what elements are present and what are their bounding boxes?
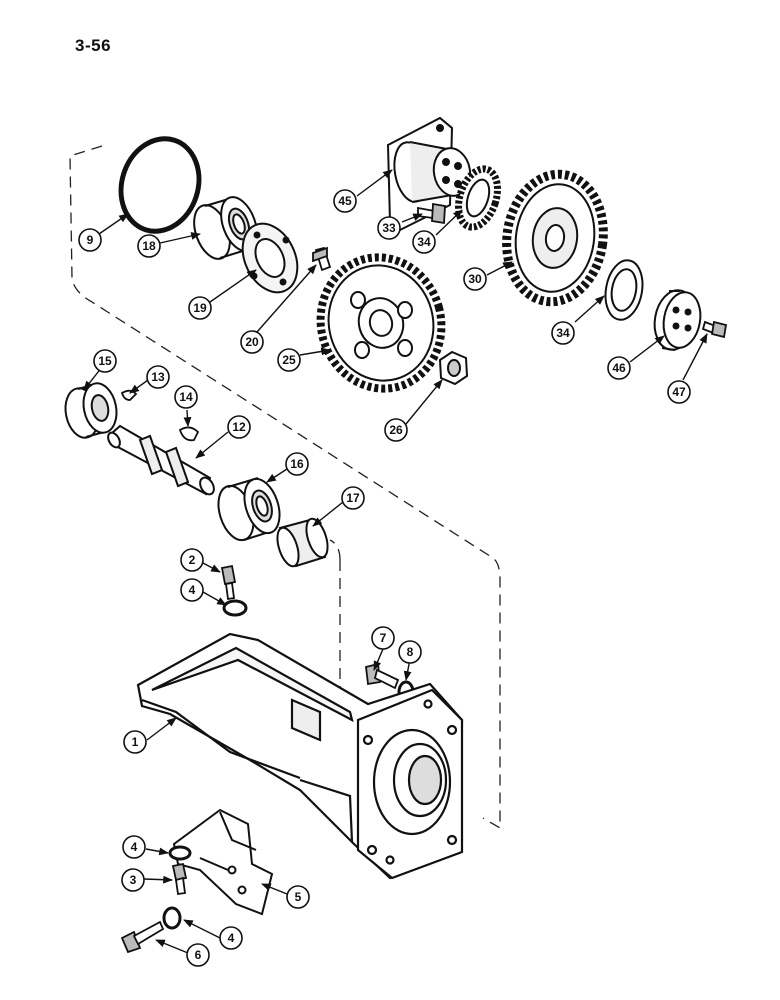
svg-text:8: 8: [407, 645, 414, 659]
callout-13: 13: [146, 365, 170, 389]
part-2-bolt: [220, 564, 237, 601]
svg-text:45: 45: [338, 194, 352, 208]
part-9-oring: [118, 136, 202, 234]
callout-8: 8: [398, 640, 422, 664]
callout-7: 7: [371, 626, 395, 650]
callout-34-lower: 34: [551, 321, 575, 345]
svg-text:33: 33: [382, 221, 396, 235]
callout-45: 45: [333, 189, 357, 213]
part-1-housing: [136, 632, 464, 880]
svg-text:34: 34: [556, 326, 570, 340]
svg-text:2: 2: [189, 553, 196, 567]
part-3-bolt: [171, 862, 188, 896]
callout-46: 46: [607, 356, 631, 380]
part-4-washer-upper: [222, 599, 248, 617]
svg-text:14: 14: [179, 390, 193, 404]
svg-text:19: 19: [193, 301, 207, 315]
part-15-seal: [64, 382, 118, 439]
part-4-washer-middle: [168, 845, 192, 861]
part-6-bolt: [120, 920, 165, 954]
callout-12: 12: [227, 415, 251, 439]
callout-47: 47: [667, 380, 691, 404]
callout-15: 15: [93, 349, 117, 373]
callout-25: 25: [277, 348, 301, 372]
part-46-cap: [653, 289, 702, 351]
svg-text:5: 5: [295, 890, 302, 904]
svg-text:20: 20: [245, 335, 259, 349]
svg-text:4: 4: [189, 583, 196, 597]
callout-14: 14: [174, 385, 198, 409]
svg-text:18: 18: [142, 239, 156, 253]
svg-text:34: 34: [417, 235, 431, 249]
callout-2: 2: [180, 548, 204, 572]
svg-text:9: 9: [87, 233, 94, 247]
part-30-gear: [502, 169, 608, 307]
page-number: 3-56: [75, 36, 112, 55]
svg-text:3: 3: [130, 873, 137, 887]
svg-text:26: 26: [389, 423, 403, 437]
part-25-gear: [316, 253, 446, 393]
part-34-thrust-washer-lower: [604, 259, 644, 321]
callout-16: 16: [285, 452, 309, 476]
callout-33: 33: [377, 216, 401, 240]
callout-6: 6: [186, 943, 210, 967]
callout-1: 1: [123, 730, 147, 754]
callout-4-lower: 4: [219, 926, 243, 950]
callout-30: 30: [463, 267, 487, 291]
part-45-hub: [386, 116, 472, 232]
callout-26: 26: [384, 418, 408, 442]
callout-4-middle: 4: [122, 835, 146, 859]
callout-18: 18: [137, 234, 161, 258]
svg-text:46: 46: [612, 361, 626, 375]
svg-text:4: 4: [131, 840, 138, 854]
svg-text:12: 12: [232, 420, 246, 434]
callout-17: 17: [341, 486, 365, 510]
svg-text:30: 30: [468, 272, 482, 286]
part-20-bolt: [312, 246, 332, 272]
part-17-bushing: [276, 517, 329, 568]
svg-text:25: 25: [282, 353, 296, 367]
svg-text:4: 4: [228, 931, 235, 945]
svg-text:6: 6: [195, 948, 202, 962]
svg-text:17: 17: [346, 491, 360, 505]
callout-20: 20: [240, 330, 264, 354]
part-13-key: [120, 389, 138, 401]
svg-text:13: 13: [151, 370, 165, 384]
part-34-thrust-washer-upper: [455, 165, 501, 231]
callout-5: 5: [286, 885, 310, 909]
callout-4-upper: 4: [180, 578, 204, 602]
part-26-nut: [438, 350, 469, 386]
part-33-bolt: [417, 202, 446, 225]
part-4-washer-lower: [162, 906, 182, 930]
svg-text:1: 1: [132, 735, 139, 749]
callout-19: 19: [188, 296, 212, 320]
callout-9: 9: [78, 228, 102, 252]
part-14-woodruff-key: [178, 426, 200, 442]
callout-3: 3: [121, 868, 145, 892]
part-5-bracket: [172, 808, 274, 916]
part-12-shaft: [107, 424, 215, 496]
callout-34-upper: 34: [412, 230, 436, 254]
part-47-bolt: [701, 320, 728, 339]
svg-text:7: 7: [380, 631, 387, 645]
part-7-bolt: [365, 662, 400, 690]
svg-text:47: 47: [672, 385, 686, 399]
part-16-bearing: [217, 477, 281, 542]
leader-lines: [83, 169, 708, 954]
svg-text:15: 15: [98, 354, 112, 368]
svg-text:16: 16: [290, 457, 304, 471]
